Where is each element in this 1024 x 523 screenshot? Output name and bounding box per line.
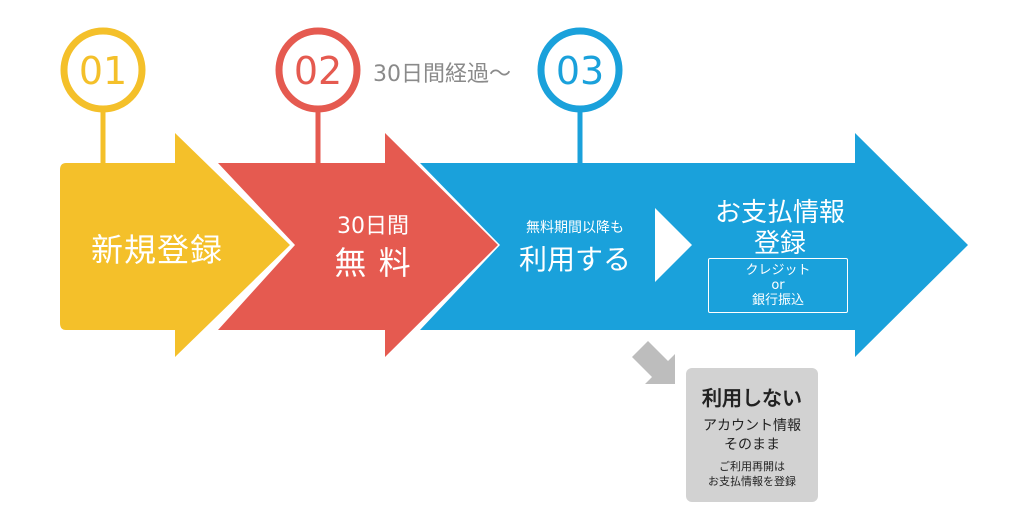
not-use-title: 利用しない: [702, 386, 802, 410]
payment-method-credit: クレジット: [745, 263, 811, 278]
payment-method-bank: 銀行振込: [751, 293, 804, 308]
not-use-line1: アカウント情報: [703, 418, 801, 434]
step-01-arrow: [60, 133, 290, 357]
not-use-box: 利用しない アカウント情報 そのまま ご利用再開は お支払情報を登録: [686, 368, 818, 502]
not-use-small1: ご利用再開は: [719, 460, 785, 473]
step-03-label-small: 無料期間以降も: [526, 220, 624, 236]
chevron-right-icon: [655, 208, 692, 282]
step-02-circle: [275, 27, 361, 113]
step-01-number: 01: [78, 49, 128, 93]
payment-method-or: or: [771, 278, 785, 293]
step-01-label: 新規登録: [90, 231, 223, 269]
down-right-arrow-icon: [632, 341, 675, 384]
not-use-line2: そのまま: [724, 437, 780, 453]
step-03-arrow: [420, 133, 968, 357]
step-03-number: 03: [555, 49, 605, 93]
gap-label: 30日間経過〜: [373, 62, 511, 87]
payment-title-line2: 登録: [753, 229, 806, 259]
step-02-label-line1: 30日間: [337, 214, 409, 239]
step-03-circle: [537, 27, 623, 113]
step-03-label-big: 利用する: [518, 243, 631, 276]
step-02-label-line2: 無 料: [334, 244, 412, 282]
step-01-circle: [60, 27, 146, 113]
payment-title-line1: お支払情報: [714, 198, 845, 228]
payment-method-box: クレジット or 銀行振込: [708, 258, 848, 313]
step-02-number: 02: [293, 49, 343, 93]
step-02-arrow: [218, 133, 498, 357]
not-use-small2: お支払情報を登録: [708, 475, 796, 488]
